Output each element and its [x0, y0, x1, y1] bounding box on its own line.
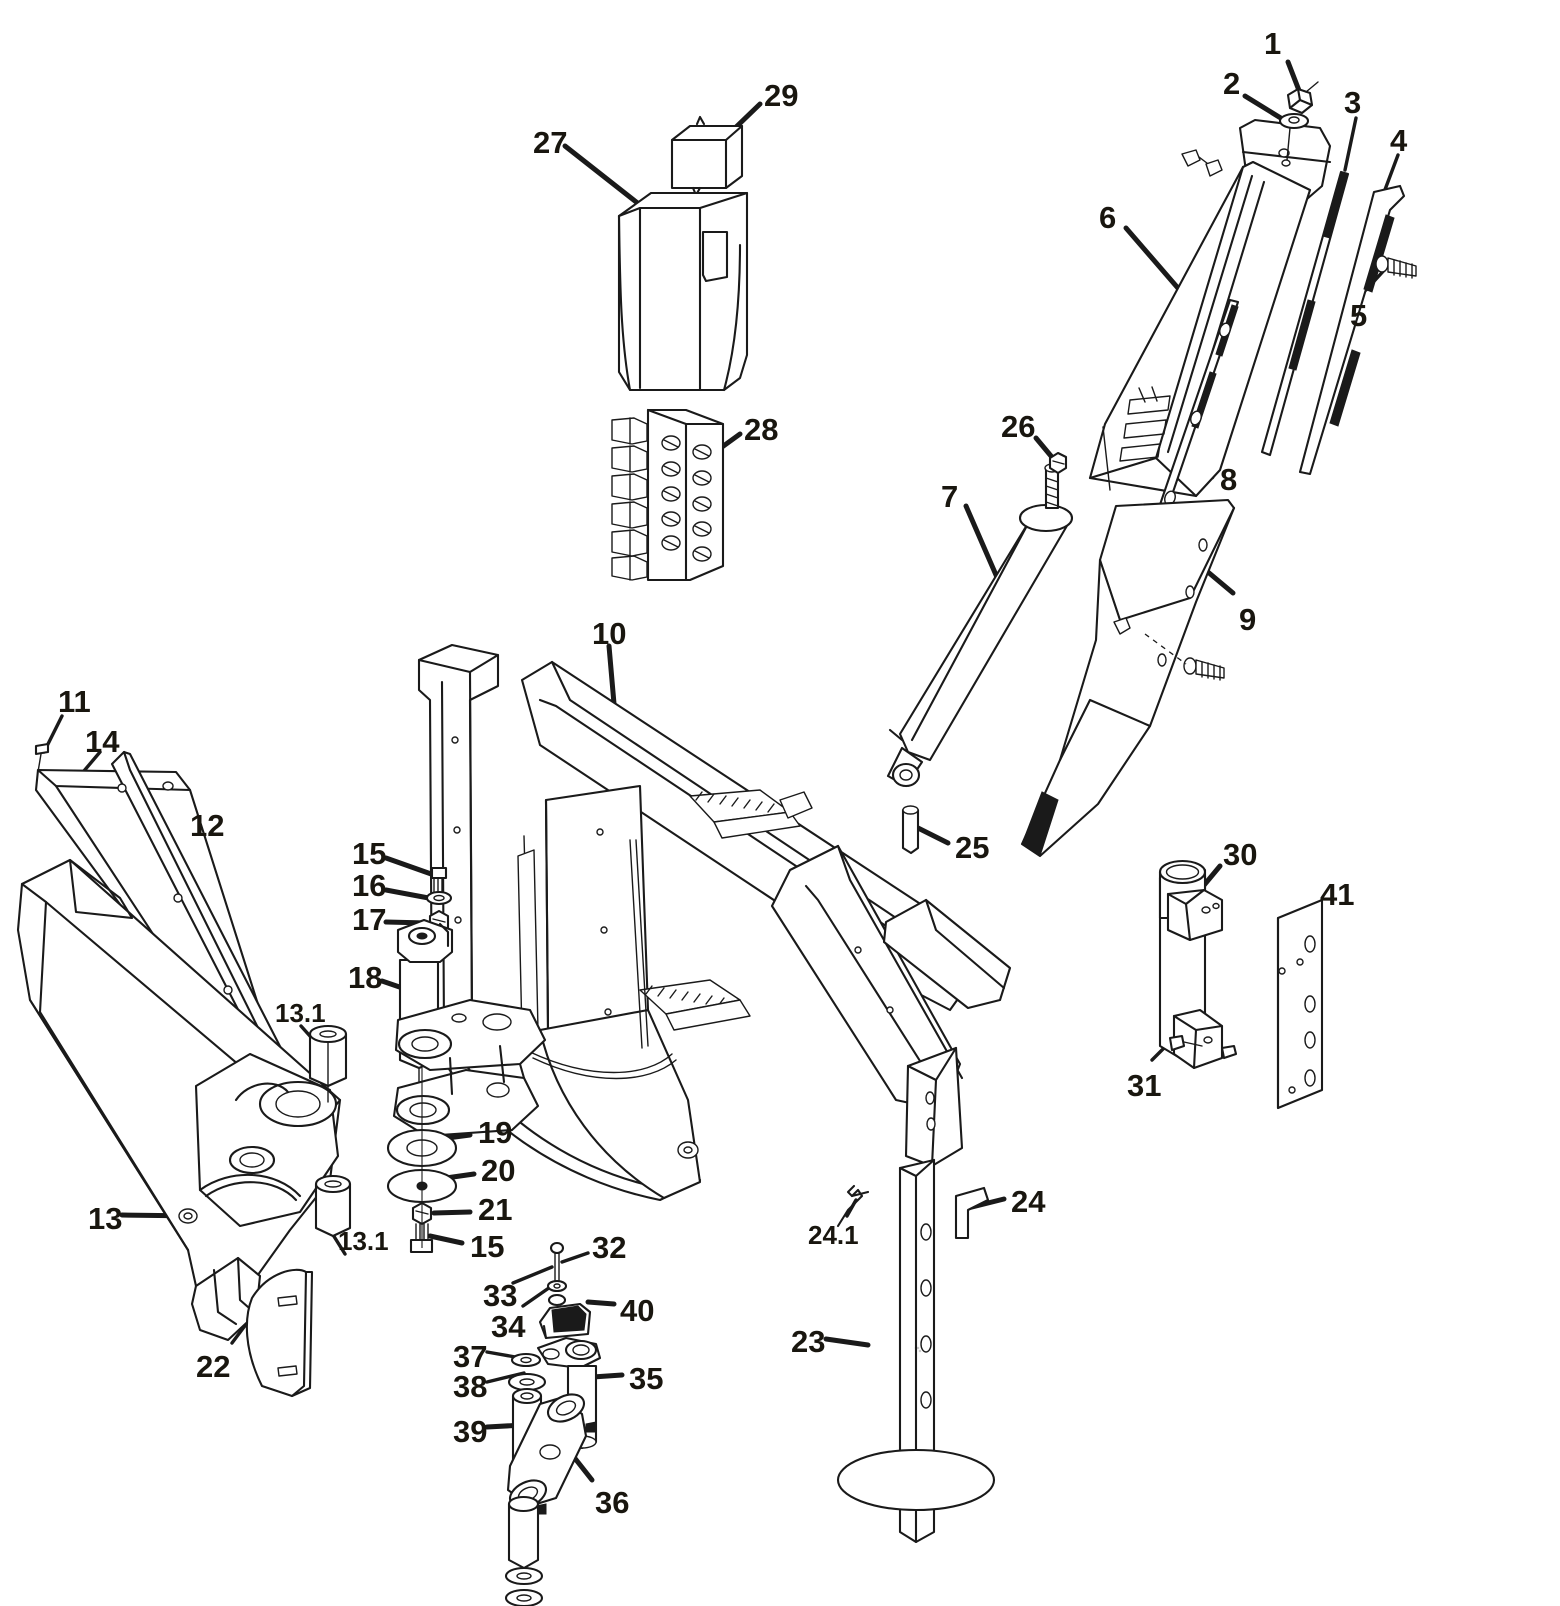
- part-32-bolt: [549, 1241, 565, 1283]
- part-25-pin-sleeve: [901, 805, 920, 855]
- part-7-lift-cylinder: [886, 463, 1074, 788]
- callout-13.1a: 13.1: [275, 998, 326, 1028]
- callout-22: 22: [196, 1349, 231, 1384]
- callout-35: 35: [629, 1361, 664, 1396]
- part-10-main-frame: [417, 643, 1012, 1202]
- callout-5a: 5: [1350, 298, 1368, 333]
- callout-27: 27: [533, 125, 568, 160]
- callout-3: 3: [1344, 85, 1362, 120]
- callout-40: 40: [620, 1293, 655, 1328]
- part-22-guard-shield: [245, 1268, 314, 1398]
- callout-9: 9: [1239, 602, 1257, 637]
- part-30-reservoir: [1158, 859, 1224, 1070]
- callout-21: 21: [478, 1192, 513, 1227]
- part-36-swing-link: [504, 1393, 597, 1606]
- callout-24: 24: [1011, 1184, 1046, 1219]
- callout-26: 26: [1001, 409, 1036, 444]
- part-29-junction-box: [670, 115, 744, 197]
- part-40-rubber-pad: [538, 1302, 592, 1340]
- callout-17: 17: [352, 902, 387, 937]
- callout-36: 36: [595, 1485, 630, 1520]
- callout-38: 38: [453, 1369, 488, 1404]
- part-23-stabilizer-foot: [836, 1158, 996, 1544]
- part-13-outer-boom: [16, 858, 342, 1342]
- callout-13.1b: 13.1: [338, 1226, 389, 1256]
- part-11-screw: [34, 742, 50, 773]
- callout-8: 8: [1220, 462, 1238, 497]
- part-16-lock-washer: [425, 890, 453, 906]
- callout-11: 11: [58, 684, 91, 719]
- callout-12: 12: [190, 808, 225, 843]
- pivot-plates: [392, 998, 547, 1138]
- part-3-rod-inner: [1260, 170, 1350, 457]
- callout-16: 16: [352, 868, 387, 903]
- part-24.1-clip: [836, 1184, 870, 1228]
- callout-37: 37: [453, 1339, 488, 1374]
- callout-2: 2: [1223, 66, 1241, 101]
- part-1-nut: [1286, 81, 1319, 115]
- callout-15a: 15: [352, 836, 387, 871]
- part-4-rod-outer: [1298, 184, 1406, 476]
- callout-15b: 15: [470, 1229, 505, 1264]
- part-37-washer: [510, 1352, 542, 1368]
- callout-19: 19: [478, 1115, 513, 1150]
- part-38-washer: [507, 1372, 547, 1392]
- part-31-bolt: [1168, 1034, 1238, 1060]
- callout-7: 7: [941, 479, 959, 514]
- callout-14: 14: [85, 724, 120, 759]
- callout-39: 39: [453, 1414, 488, 1449]
- callout-20: 20: [481, 1153, 516, 1188]
- callout-30: 30: [1223, 837, 1258, 872]
- callout-4: 4: [1390, 123, 1408, 158]
- callout-41: 41: [1320, 877, 1355, 912]
- part-13.1-bushings: [308, 1024, 352, 1238]
- callout-18: 18: [348, 960, 383, 995]
- callout-6: 6: [1099, 200, 1117, 235]
- part-33-washer: [546, 1279, 568, 1293]
- callout-25: 25: [955, 830, 990, 865]
- callout-23: 23: [791, 1324, 826, 1359]
- part-34-nut: [547, 1293, 567, 1307]
- callout-34: 34: [491, 1309, 526, 1344]
- part-26-nut: [1048, 451, 1068, 475]
- part-5-bolts: [1113, 149, 1417, 681]
- callout-1: 1: [1264, 26, 1282, 61]
- callout-32: 32: [592, 1230, 627, 1265]
- part-27-console-cover: [617, 191, 749, 392]
- callout-31: 31: [1127, 1068, 1162, 1103]
- part-24-lock-pin: [954, 1186, 990, 1240]
- callout-13: 13: [88, 1201, 123, 1236]
- callout-28: 28: [744, 412, 779, 447]
- part-2-washer: [1278, 112, 1310, 167]
- part-28-valve-block: [611, 408, 725, 582]
- callout-10: 10: [592, 616, 627, 651]
- part-15a-bolt: [430, 866, 448, 893]
- part-41-mounting-plate: [1276, 898, 1324, 1110]
- callout-29: 29: [764, 78, 799, 113]
- callout-33: 33: [483, 1278, 518, 1313]
- callout-24.1: 24.1: [808, 1220, 859, 1250]
- part-9-side-cover-panel: [1020, 498, 1236, 858]
